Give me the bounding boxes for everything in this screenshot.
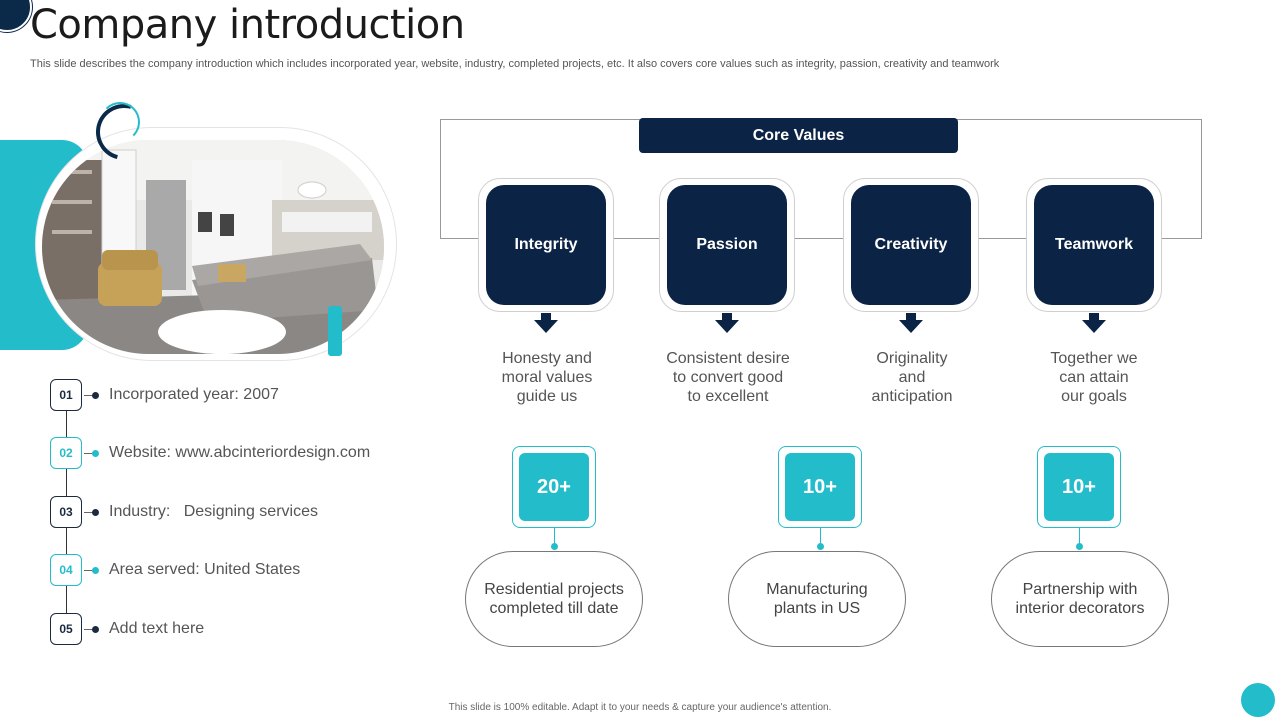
value-label-creativity: Creativity	[851, 185, 971, 305]
living-room-illustration	[42, 140, 384, 354]
value-label-passion: Passion	[667, 185, 787, 305]
footer-note: This slide is 100% editable. Adapt it to…	[448, 702, 832, 713]
arrow-down-icon	[715, 313, 739, 333]
value-label-integrity: Integrity	[486, 185, 606, 305]
list-dot	[92, 567, 99, 574]
area-served-text: Area served: United States	[109, 561, 301, 578]
value-card-creativity: Creativity	[843, 178, 979, 312]
stat-value-partnership: 10+	[1044, 453, 1114, 521]
value-card-teamwork: Teamwork	[1026, 178, 1162, 312]
core-values-header: Core Values	[639, 118, 958, 153]
stat-dot	[551, 543, 558, 550]
stat-dot	[817, 543, 824, 550]
list-number-05: 05	[50, 613, 82, 645]
stat-connector	[554, 528, 555, 546]
list-dot	[92, 509, 99, 516]
value-card-integrity: Integrity	[478, 178, 614, 312]
list-dot	[92, 450, 99, 457]
list-dot	[92, 392, 99, 399]
stat-card-residential: 20+	[512, 446, 596, 528]
incorporated-year-text: Incorporated year: 2007	[109, 386, 279, 403]
list-dash	[84, 395, 98, 396]
living-room-photo	[42, 140, 384, 354]
list-dash	[84, 512, 98, 513]
list-number-01: 01	[50, 379, 82, 411]
list-number-03: 03	[50, 496, 82, 528]
arrow-down-icon	[899, 313, 923, 333]
placeholder-text: Add text here	[109, 620, 205, 637]
list-dash	[84, 453, 98, 454]
stat-connector	[1079, 528, 1080, 546]
stat-card-manufacturing: 10+	[778, 446, 862, 528]
value-card-passion: Passion	[659, 178, 795, 312]
list-dash	[84, 629, 98, 630]
list-number-02: 02	[50, 437, 82, 469]
corner-decoration	[0, 0, 32, 32]
stat-card-partnership: 10+	[1037, 446, 1121, 528]
industry-text: Industry: Designing services	[109, 503, 318, 520]
teal-accent-tab	[328, 306, 342, 356]
stat-dot	[1076, 543, 1083, 550]
value-label-teamwork: Teamwork	[1034, 185, 1154, 305]
list-number-04: 04	[50, 554, 82, 586]
list-dash	[84, 570, 98, 571]
stat-connector	[820, 528, 821, 546]
website-text: Website: www.abcinteriordesign.com	[109, 444, 371, 461]
arrow-down-icon	[1082, 313, 1106, 333]
page-title: Company introduction	[30, 2, 465, 48]
core-values-connector	[440, 238, 1202, 239]
stat-value-residential: 20+	[519, 453, 589, 521]
arrow-down-icon	[534, 313, 558, 333]
page-subtitle: This slide describes the company introdu…	[30, 58, 1000, 70]
corner-decoration-circle	[1241, 683, 1275, 717]
stat-value-manufacturing: 10+	[785, 453, 855, 521]
list-dot	[92, 626, 99, 633]
decorative-arc-teal	[100, 102, 140, 142]
